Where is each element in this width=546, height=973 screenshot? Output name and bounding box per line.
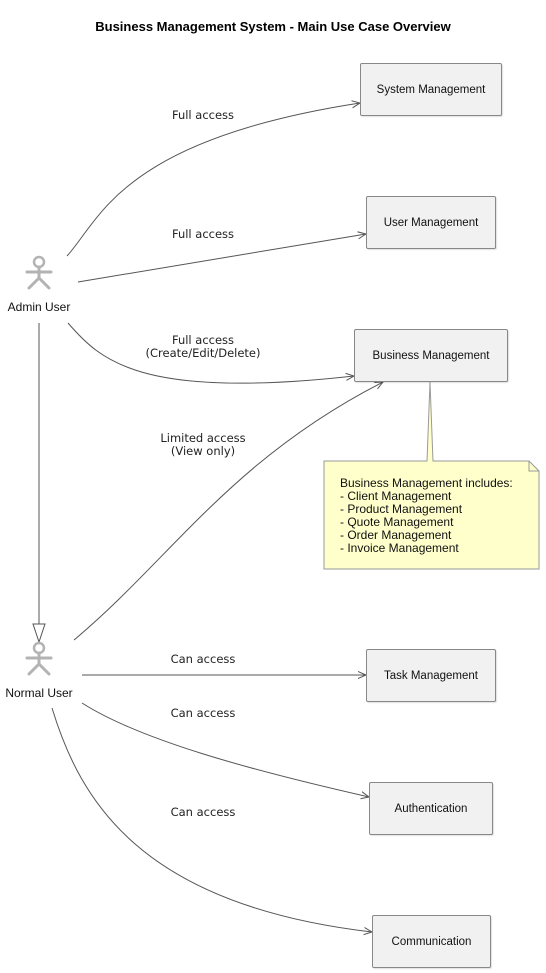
normal-user-label: Normal User bbox=[5, 686, 73, 700]
edge-label-admin-system: Full access bbox=[171, 108, 235, 122]
note-heading: Business Management includes: bbox=[340, 476, 513, 490]
edge-label-line: Limited access bbox=[160, 431, 246, 445]
note-item: - Invoice Management bbox=[340, 541, 459, 555]
business-management-note: Business Management includes: - Client M… bbox=[324, 461, 539, 569]
edge-normal-auth bbox=[81, 702, 369, 797]
edge-label-admin-business: Full access (Create/Edit/Delete) bbox=[138, 334, 268, 360]
edge-normal-comm bbox=[51, 707, 372, 932]
use-case-business-management[interactable]: Business Management bbox=[354, 329, 508, 382]
admin-actor-icon bbox=[25, 255, 53, 290]
edge-label-admin-user: Full access bbox=[171, 227, 235, 241]
note-item: - Client Management bbox=[340, 489, 452, 503]
use-case-task-management[interactable]: Task Management bbox=[366, 649, 496, 702]
edge-label-normal-business: Limited access (View only) bbox=[143, 432, 263, 458]
normal-actor-icon bbox=[25, 641, 53, 676]
note-item: - Order Management bbox=[340, 528, 452, 542]
edge-admin-business bbox=[67, 322, 354, 384]
edge-label-line: (Create/Edit/Delete) bbox=[145, 346, 261, 360]
edge-admin-system bbox=[66, 103, 360, 257]
edge-admin-user bbox=[77, 234, 366, 283]
use-case-authentication[interactable]: Authentication bbox=[369, 782, 493, 835]
use-case-communication[interactable]: Communication bbox=[372, 915, 491, 968]
edge-label-line: (View only) bbox=[170, 444, 236, 458]
note-item: - Product Management bbox=[340, 502, 463, 516]
edge-label-line: Full access bbox=[171, 333, 235, 347]
use-case-system-management[interactable]: System Management bbox=[360, 63, 502, 116]
note-item: - Quote Management bbox=[340, 515, 454, 529]
edge-label-normal-comm: Can access bbox=[170, 805, 236, 819]
edge-normal-business bbox=[73, 382, 383, 641]
use-case-user-management[interactable]: User Management bbox=[366, 196, 496, 249]
edge-label-normal-task: Can access bbox=[170, 652, 236, 666]
diagram-title: Business Management System - Main Use Ca… bbox=[95, 19, 451, 34]
edge-label-normal-auth: Can access bbox=[170, 706, 236, 720]
generalization-edge bbox=[32, 323, 46, 644]
note-shape bbox=[323, 381, 540, 570]
admin-user-label: Admin User bbox=[7, 300, 71, 314]
